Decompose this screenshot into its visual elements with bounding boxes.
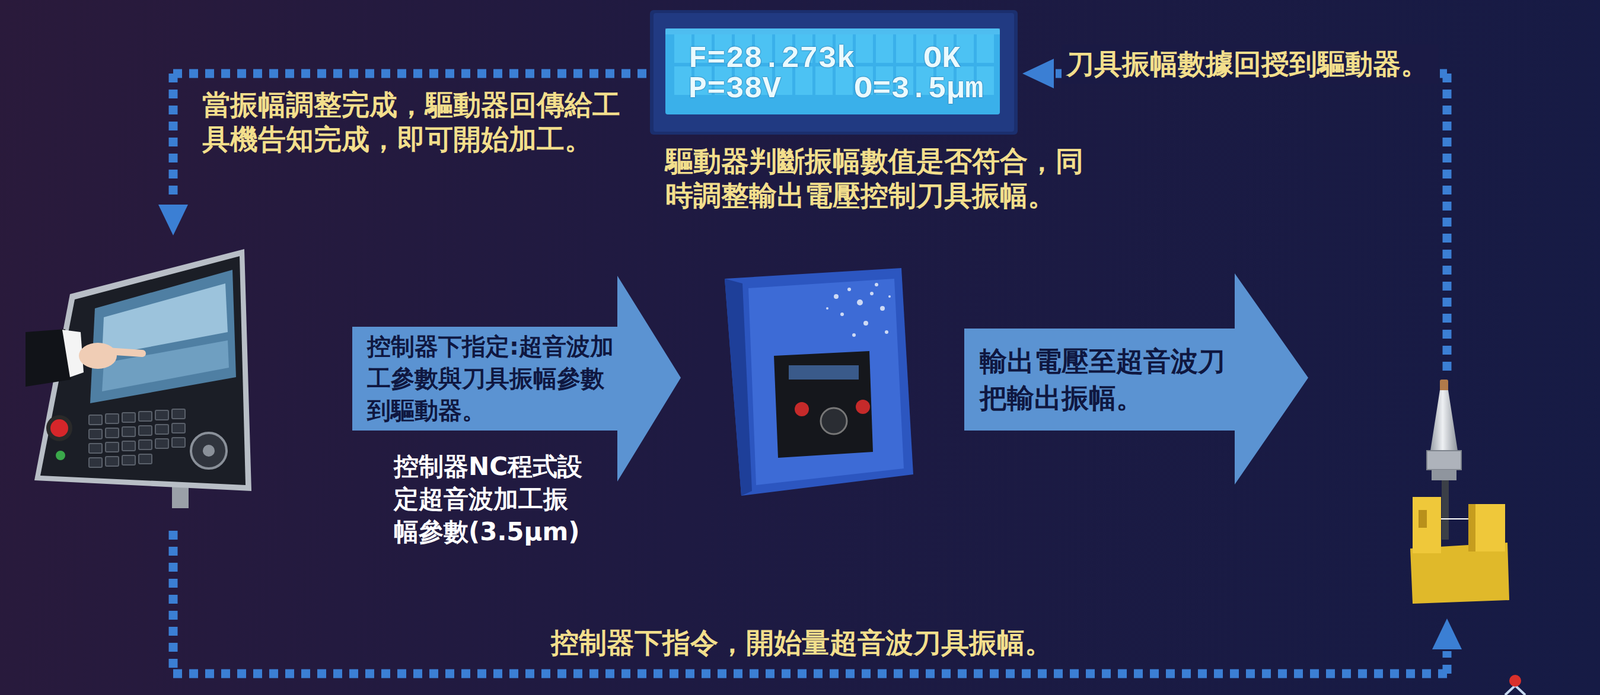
lcd-reading: P=38V — [688, 74, 782, 105]
arrow-outline — [352, 275, 681, 482]
arrowheads — [158, 58, 1462, 650]
arrow-text: 輸出電壓至超音波刀把輸出振幅。 — [979, 342, 1235, 417]
step-note: 控制器下指令，開始量超音波刀具振幅。 — [550, 625, 1073, 661]
block-arrow: 輸出電壓至超音波刀把輸出振幅。 — [964, 273, 1309, 485]
lcd-reading: O=3.5μm — [853, 74, 984, 105]
step-note: 當振幅調整完成，驅動器回傳給工具機告知完成，即可開始加工。 — [202, 87, 631, 157]
dotted-loop — [173, 73, 1447, 674]
arrow-outline — [964, 273, 1309, 485]
lcd-reading: F=28.273k — [688, 43, 856, 75]
arrow-text: 控制器下指定:超音波加工參數與刀具振幅參數到驅動器。 — [367, 330, 623, 427]
lcd-photo — [649, 10, 1018, 135]
cnc-controller — [25, 249, 252, 509]
lcd-reading: OK — [923, 43, 961, 75]
ultrasonic-tool — [1410, 379, 1510, 604]
lcd-display: F=28.273k OK P=38V O=3.5μm — [649, 10, 1018, 135]
step-note: 刀具振幅數據回授到驅動器。 — [1061, 44, 1439, 84]
setting-note: 控制器NC程式設定超音波加工振幅參數(3.5μm) — [393, 450, 590, 548]
corner-icon — [1505, 674, 1526, 695]
ultrasonic-driver — [724, 268, 914, 496]
step-note: 驅動器判斷振幅數值是否符合，同時調整輸出電壓控制刀具振幅。 — [665, 144, 1094, 213]
block-arrow: 控制器下指定:超音波加工參數與刀具振幅參數到驅動器。 — [352, 275, 681, 482]
arrow-shape — [964, 273, 1309, 485]
